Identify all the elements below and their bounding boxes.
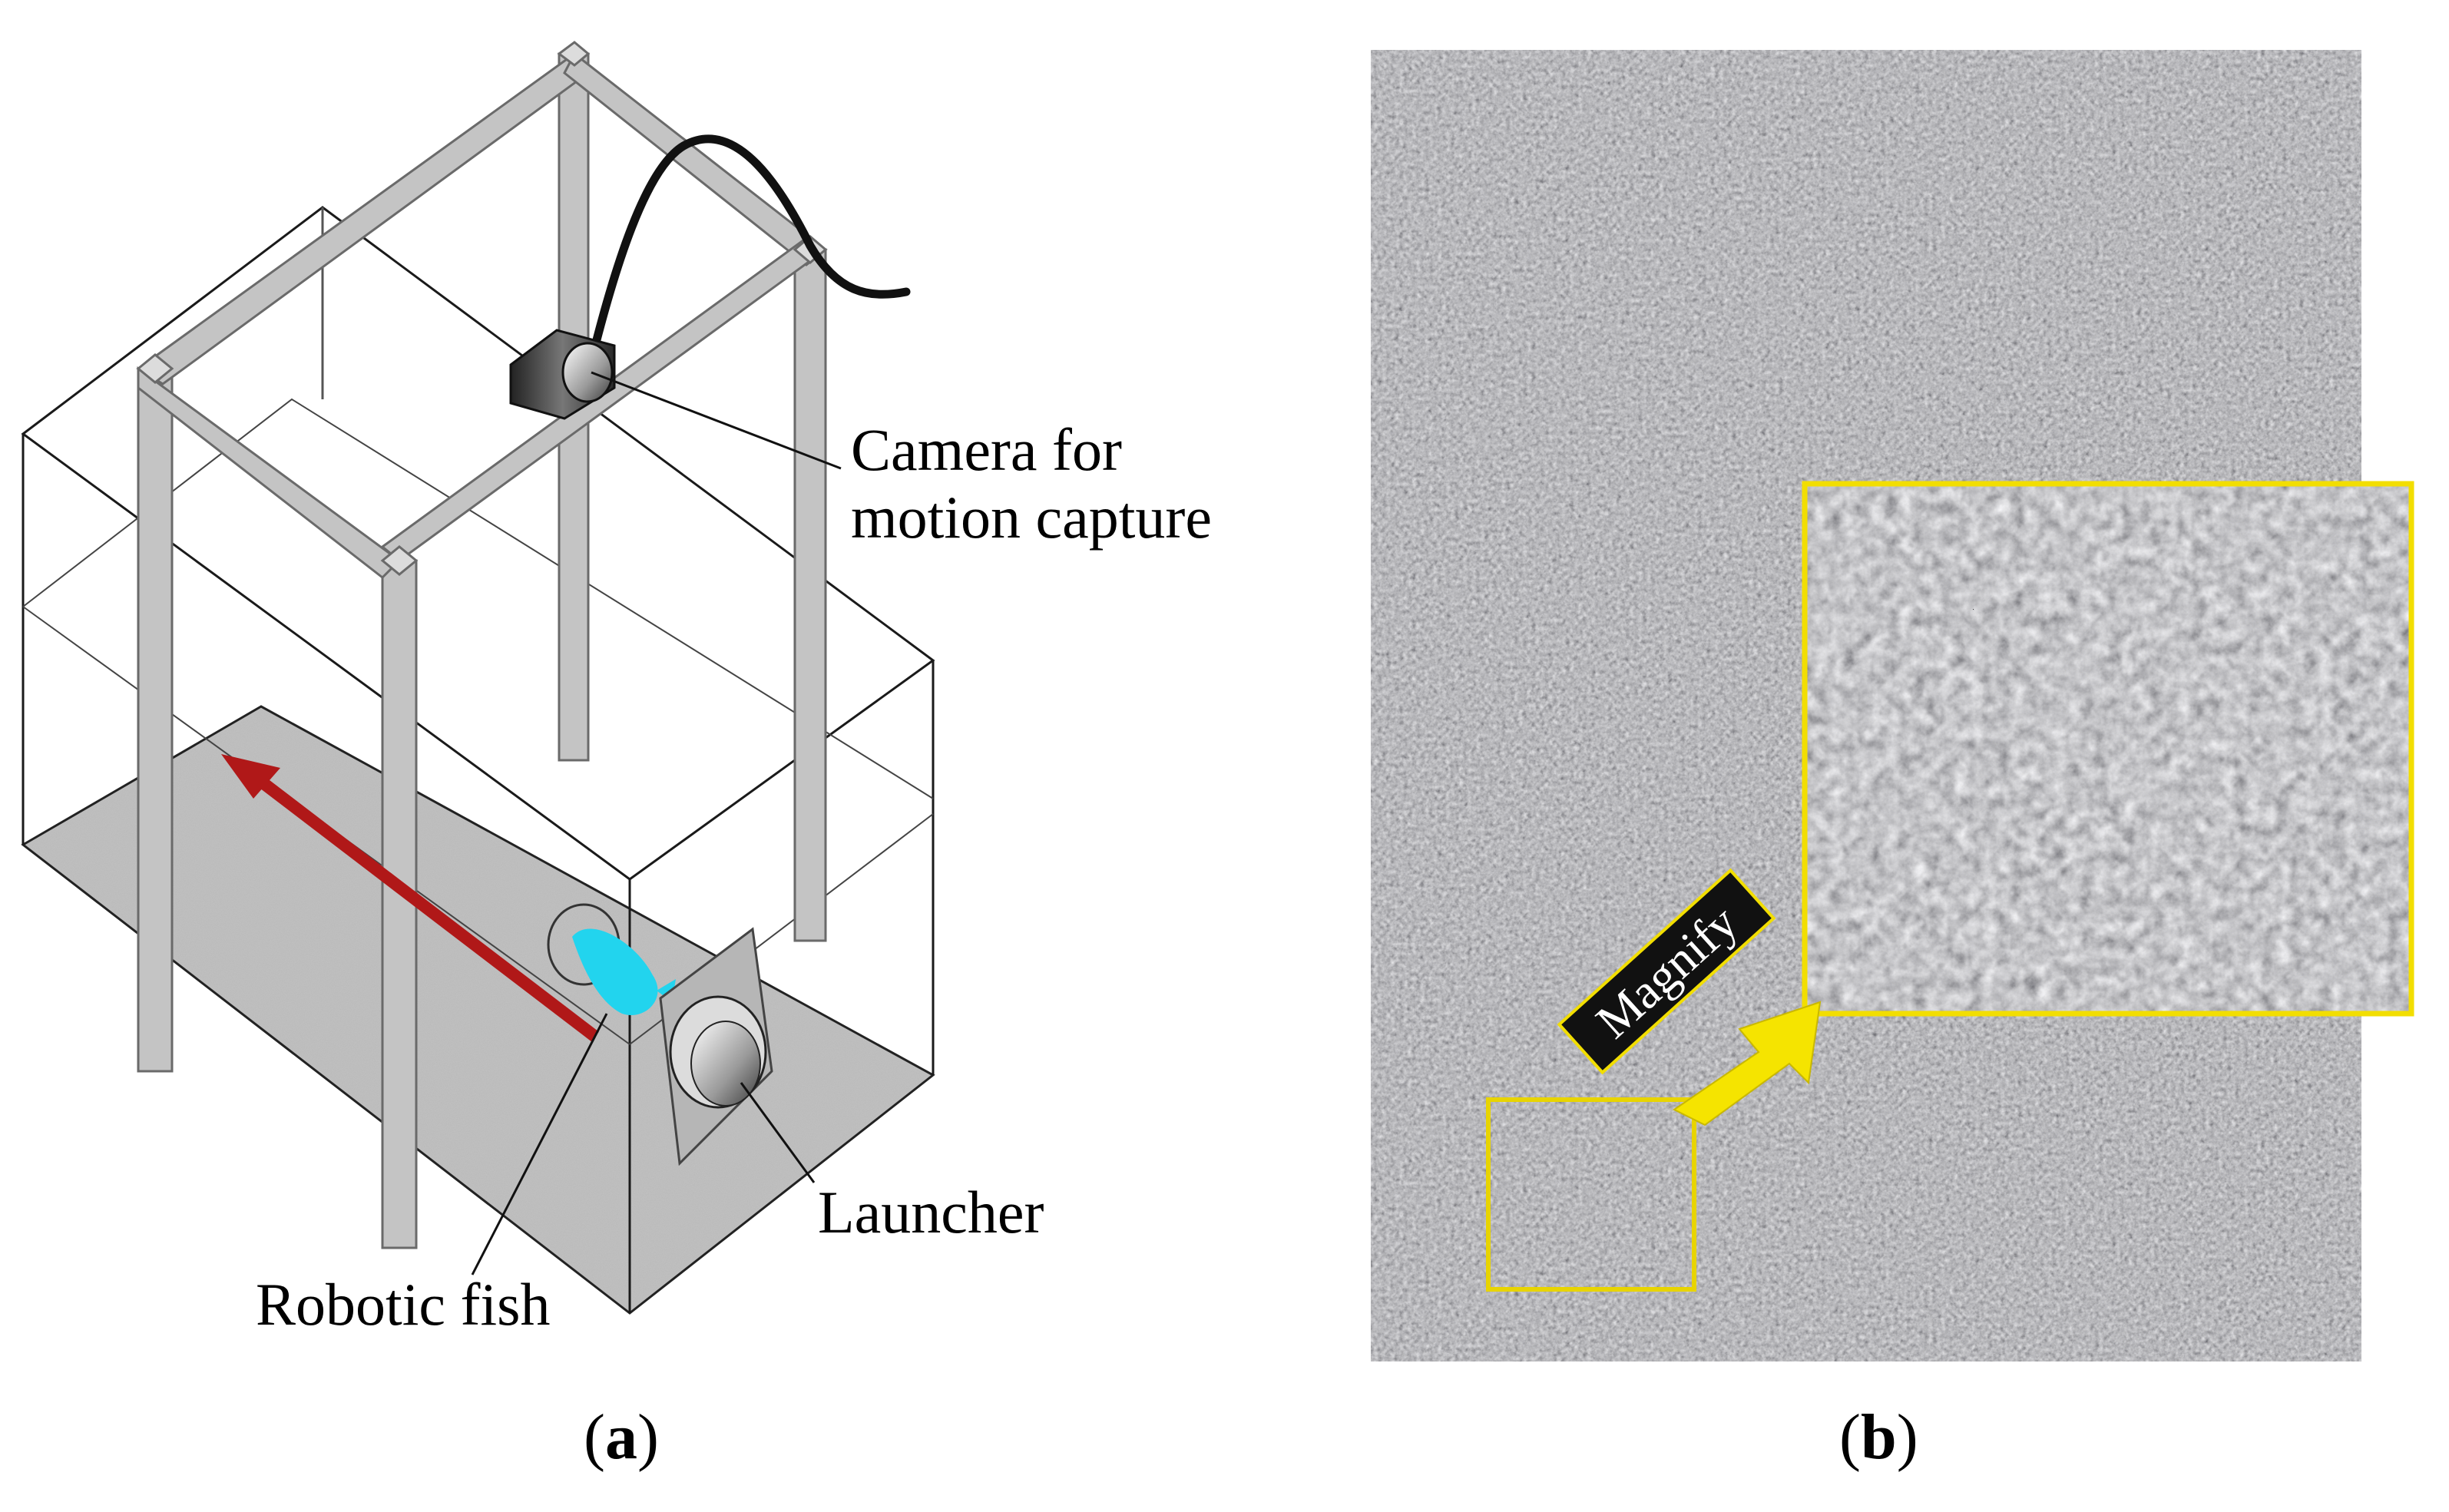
callout-leaders [471,371,842,1275]
panel-b-label-open: ( [1839,1401,1861,1473]
panel-a-label: (a) [584,1405,659,1470]
panel-a-label-letter: a [604,1401,637,1473]
motion-capture-camera [509,329,616,420]
magnify-arrow [1673,1001,1822,1127]
panel-a-diagram: Camera for motion capture Launcher Robot… [21,41,1212,1338]
panel-b-label: (b) [1839,1405,1918,1470]
panel-b-label-close: ) [1896,1401,1918,1473]
camera-callout-line2: motion capture [851,484,1212,551]
panel-b-photo: Magnify [1371,50,2414,1361]
robotic-fish-callout: Robotic fish [256,1271,551,1338]
camera-cable [587,134,911,366]
launcher-callout: Launcher [818,1179,1044,1246]
magnified-inset-border [1802,481,2414,1017]
magnified-inset [1805,484,2411,1014]
panel-a-label-close: ) [637,1401,659,1473]
swim-direction-arrow [221,754,599,1042]
panel-a-label-open: ( [584,1401,605,1473]
glass-tank [21,206,935,1313]
source-region-box [1486,1097,1696,1292]
camera-callout-line1: Camera for [851,416,1122,483]
panel-b-label-letter: b [1860,1401,1897,1473]
